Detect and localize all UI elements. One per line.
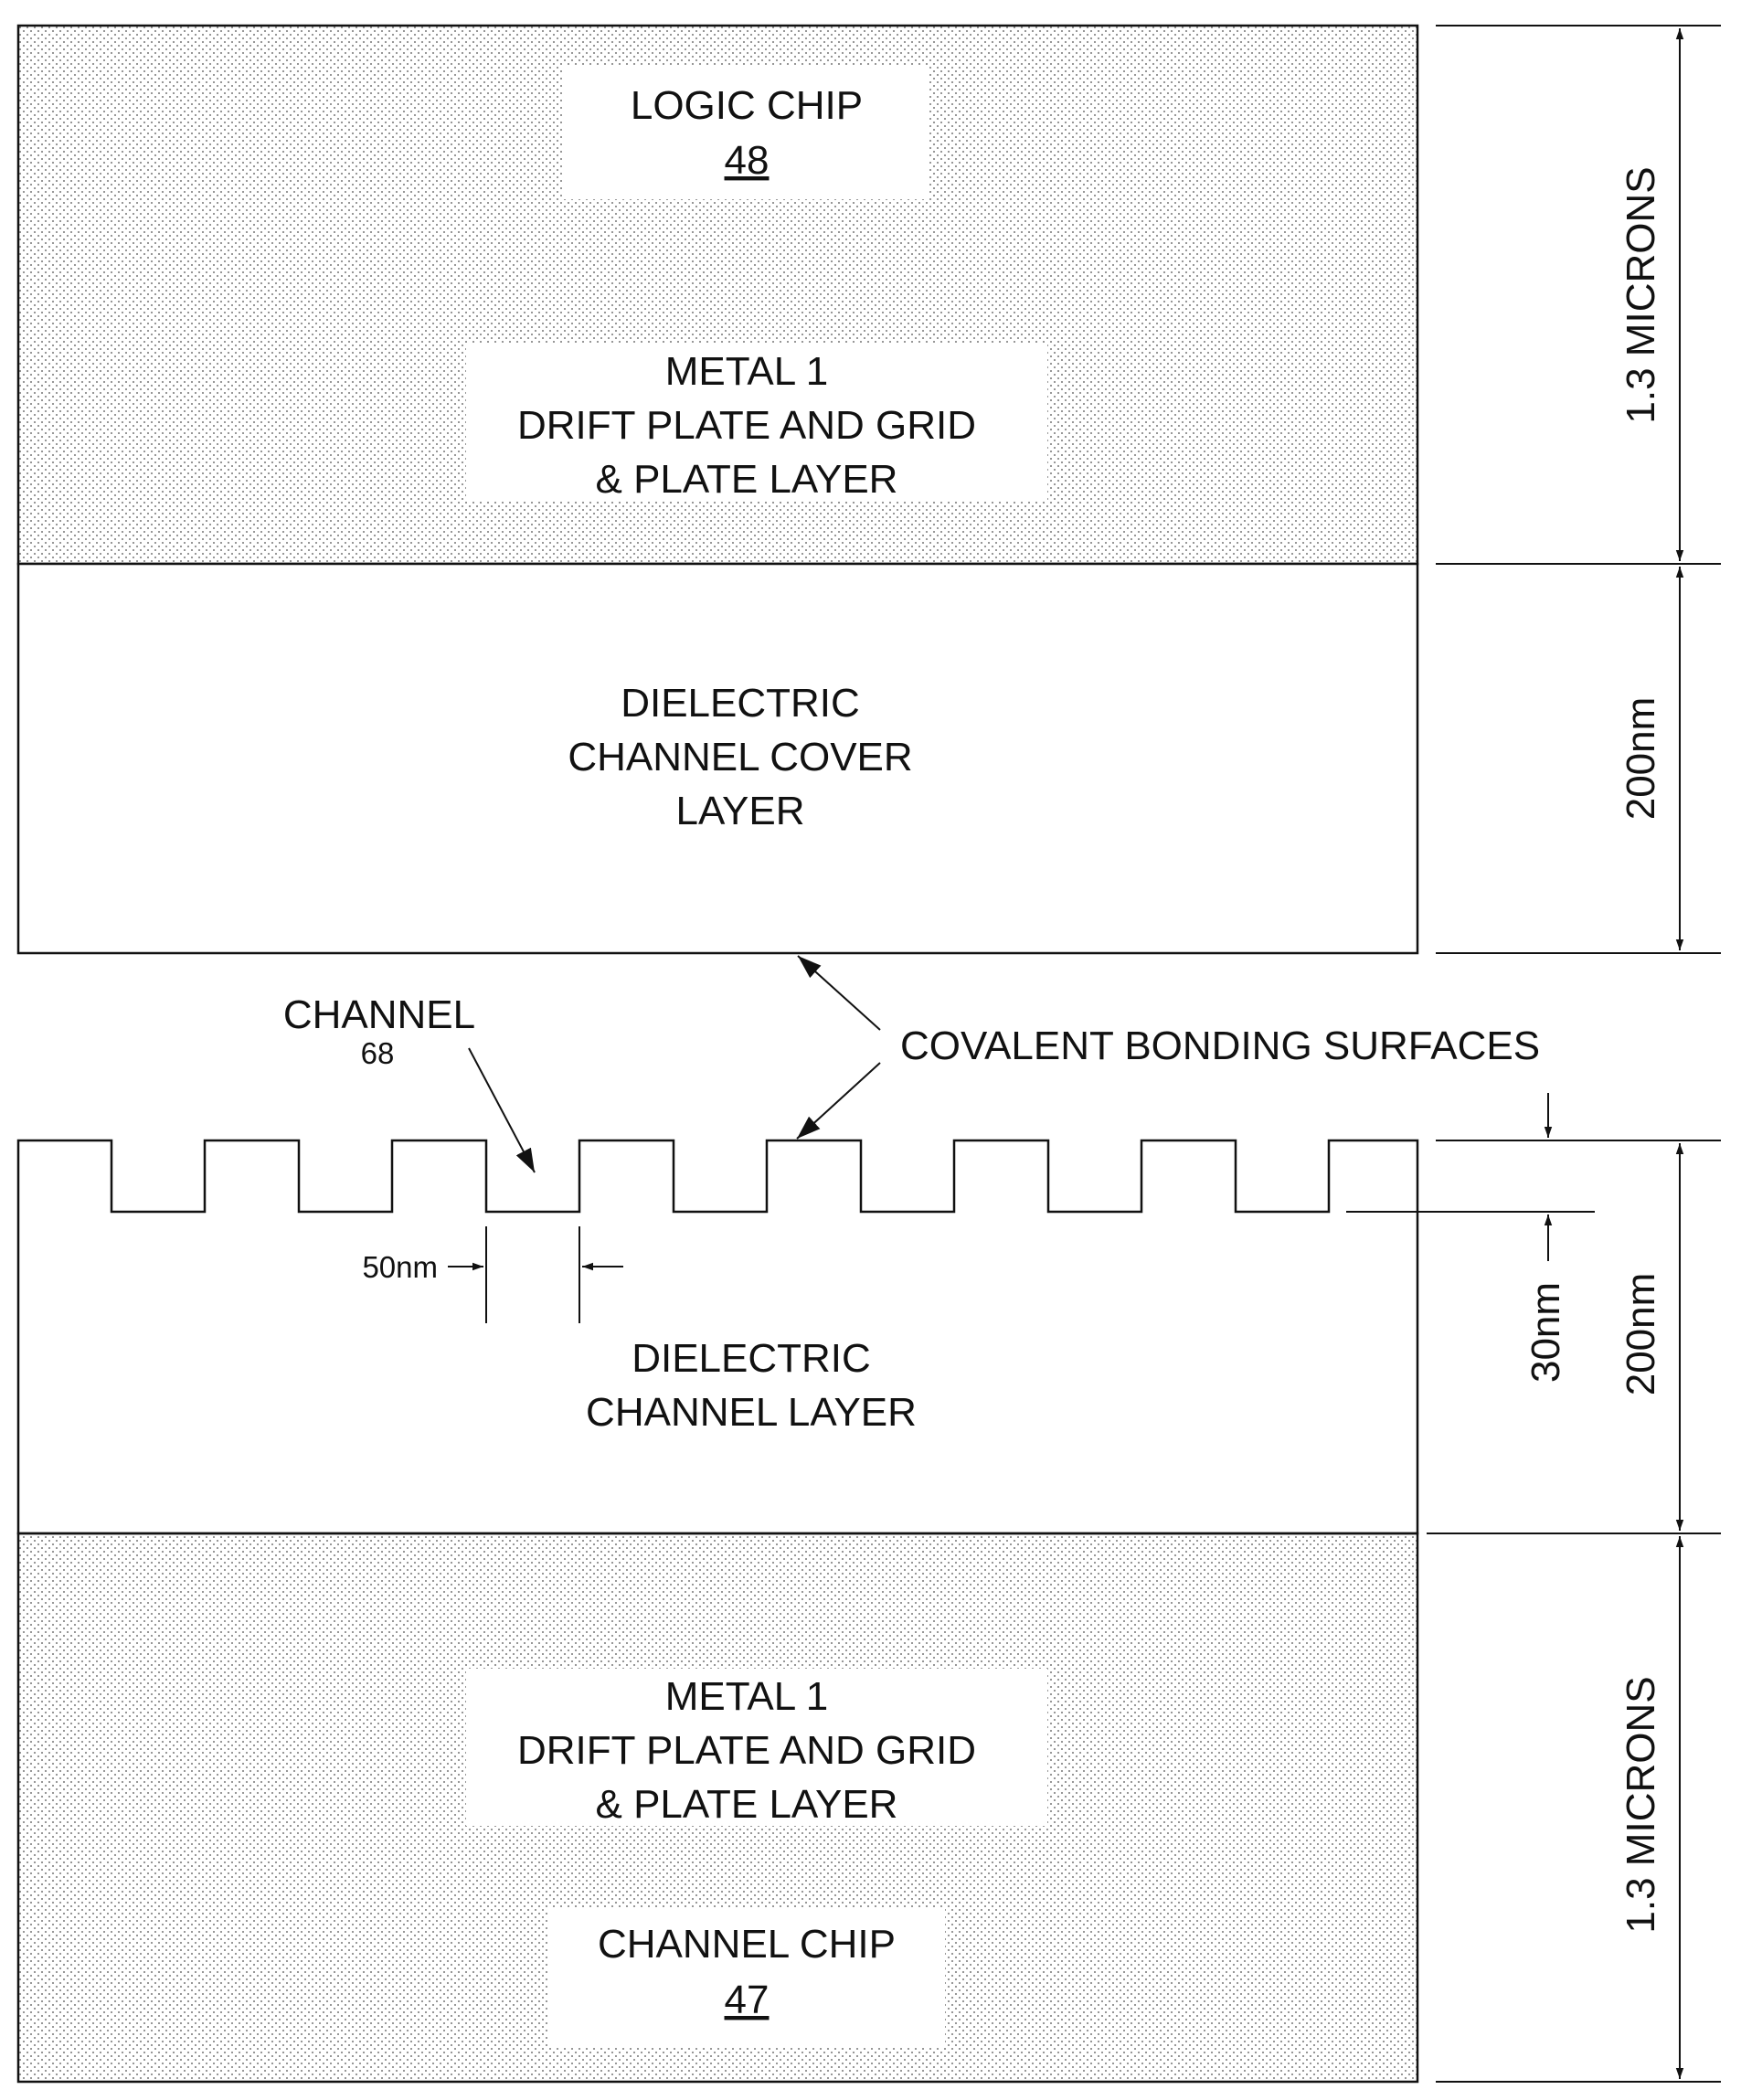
cover-line-3: LAYER <box>675 789 804 833</box>
dim-cover-label: 200nm <box>1619 697 1663 821</box>
logic-chip-ref: 48 <box>725 138 770 183</box>
bonding-arrow-lower <box>796 1062 881 1140</box>
channel-layer <box>16 1139 1419 1535</box>
dimension-lines <box>1427 25 1721 2083</box>
channel-label: CHANNEL <box>283 992 475 1037</box>
bonding-surfaces-label: COVALENT BONDING SURFACES <box>900 1023 1540 1068</box>
channel-depth-label: 30nm <box>1523 1282 1568 1383</box>
top-metal-line-3: & PLATE LAYER <box>596 457 898 502</box>
top-metal-line-1: METAL 1 <box>665 349 829 394</box>
dim-top-metal-label: 1.3 MICRONS <box>1619 166 1663 423</box>
channel-cover-layer <box>16 562 1419 955</box>
dim-cover-bg <box>1619 676 1672 839</box>
bottom-metal-label-bg <box>466 1669 1047 1826</box>
dim-bottom-metal-bg <box>1619 1656 1672 1957</box>
channel-layer-line-1: DIELECTRIC <box>632 1336 871 1381</box>
top-metal-label-bg <box>466 344 1047 501</box>
cover-line-1: DIELECTRIC <box>621 681 860 726</box>
cover-line-2: CHANNEL COVER <box>568 735 912 780</box>
top-metal-line-2: DRIFT PLATE AND GRID <box>517 403 976 448</box>
dim-channel-layer-bg <box>1619 1254 1672 1416</box>
channel-layer-line-2: CHANNEL LAYER <box>586 1390 917 1435</box>
bottom-metal-line-1: METAL 1 <box>665 1674 829 1719</box>
channel-chip-label-bg <box>548 1908 945 2047</box>
bottom-metal-line-2: DRIFT PLATE AND GRID <box>517 1728 976 1773</box>
bottom-metal-line-3: & PLATE LAYER <box>596 1782 898 1827</box>
channel-chip-title: CHANNEL CHIP <box>598 1922 896 1967</box>
logic-chip-label-bg <box>564 66 929 199</box>
channel-width-label: 50nm <box>362 1250 438 1284</box>
dim-top-metal-bg <box>1619 146 1672 448</box>
channel-pointer-arrow <box>468 1047 536 1173</box>
channel-chip-ref: 47 <box>725 1978 770 2022</box>
dim-bottom-metal-label: 1.3 MICRONS <box>1619 1676 1663 1933</box>
dim-channel-layer-label: 200nm <box>1619 1273 1663 1396</box>
channel-ref: 68 <box>361 1036 395 1070</box>
bonding-arrow-upper <box>797 955 881 1031</box>
logic-chip-title: LOGIC CHIP <box>631 83 863 128</box>
